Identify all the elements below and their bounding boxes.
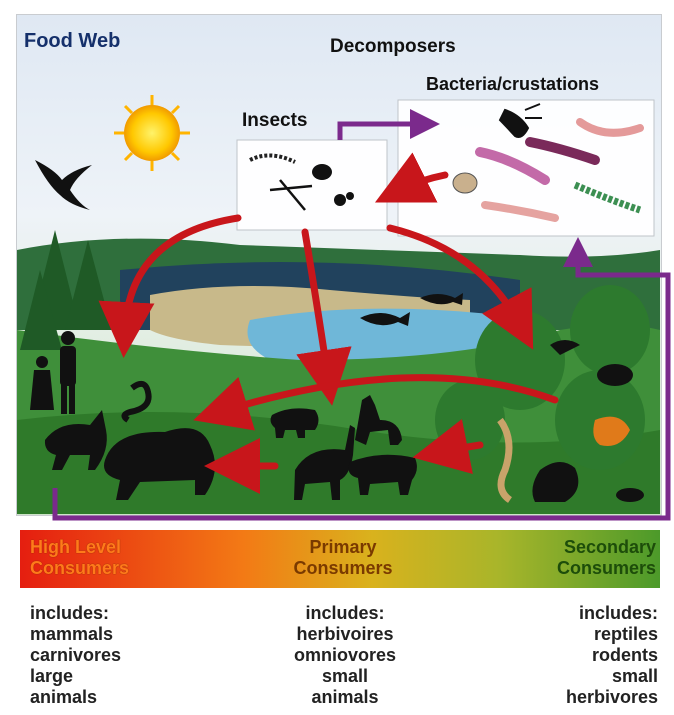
band-high-line-2: Consumers: [30, 558, 129, 579]
diagram-title: Food Web: [24, 30, 120, 53]
includes-primary-1: herbivoires: [260, 624, 430, 645]
shell-icon: [453, 173, 477, 193]
band-secondary-line-1: Secondary: [500, 537, 656, 558]
includes-secondary-0: includes:: [500, 603, 658, 624]
sun-icon: [114, 95, 190, 171]
includes-primary-0: includes:: [260, 603, 430, 624]
includes-high-4: animals: [30, 687, 121, 708]
includes-high-3: large: [30, 666, 121, 687]
includes-primary-3: small: [260, 666, 430, 687]
includes-secondary-1: reptiles: [500, 624, 658, 645]
includes-high-2: carnivores: [30, 645, 121, 666]
decomposers-label: Decomposers: [330, 36, 456, 58]
band-secondary-line-2: Consumers: [500, 558, 656, 579]
includes-secondary-3: small: [500, 666, 658, 687]
includes-primary-4: animals: [260, 687, 430, 708]
band-primary-line-2: Consumers: [268, 558, 418, 579]
bird-icon: [35, 160, 92, 210]
includes-primary-2: omniovores: [260, 645, 430, 666]
primary-includes: includes: herbivoires omniovores small a…: [260, 603, 430, 708]
beetle-icon: [312, 164, 332, 180]
includes-high-0: includes:: [30, 603, 121, 624]
secondary-includes: includes: reptiles rodents small herbivo…: [500, 603, 658, 708]
includes-secondary-2: rodents: [500, 645, 658, 666]
primary-consumers-label: Primary Consumers: [268, 537, 418, 579]
secondary-consumers-label: Secondary Consumers: [500, 537, 656, 579]
band-high-line-1: High Level: [30, 537, 129, 558]
bacteria-label: Bacteria/crustations: [426, 74, 599, 95]
insects-label: Insects: [242, 110, 307, 132]
mouse-icon: [616, 488, 644, 502]
high-level-consumers-label: High Level Consumers: [30, 537, 129, 579]
rodent-icon: [597, 364, 633, 386]
high-level-includes: includes: mammals carnivores large anima…: [30, 603, 121, 708]
insects-box: [237, 140, 387, 230]
includes-high-1: mammals: [30, 624, 121, 645]
includes-secondary-4: herbivores: [500, 687, 658, 708]
band-primary-line-1: Primary: [268, 537, 418, 558]
